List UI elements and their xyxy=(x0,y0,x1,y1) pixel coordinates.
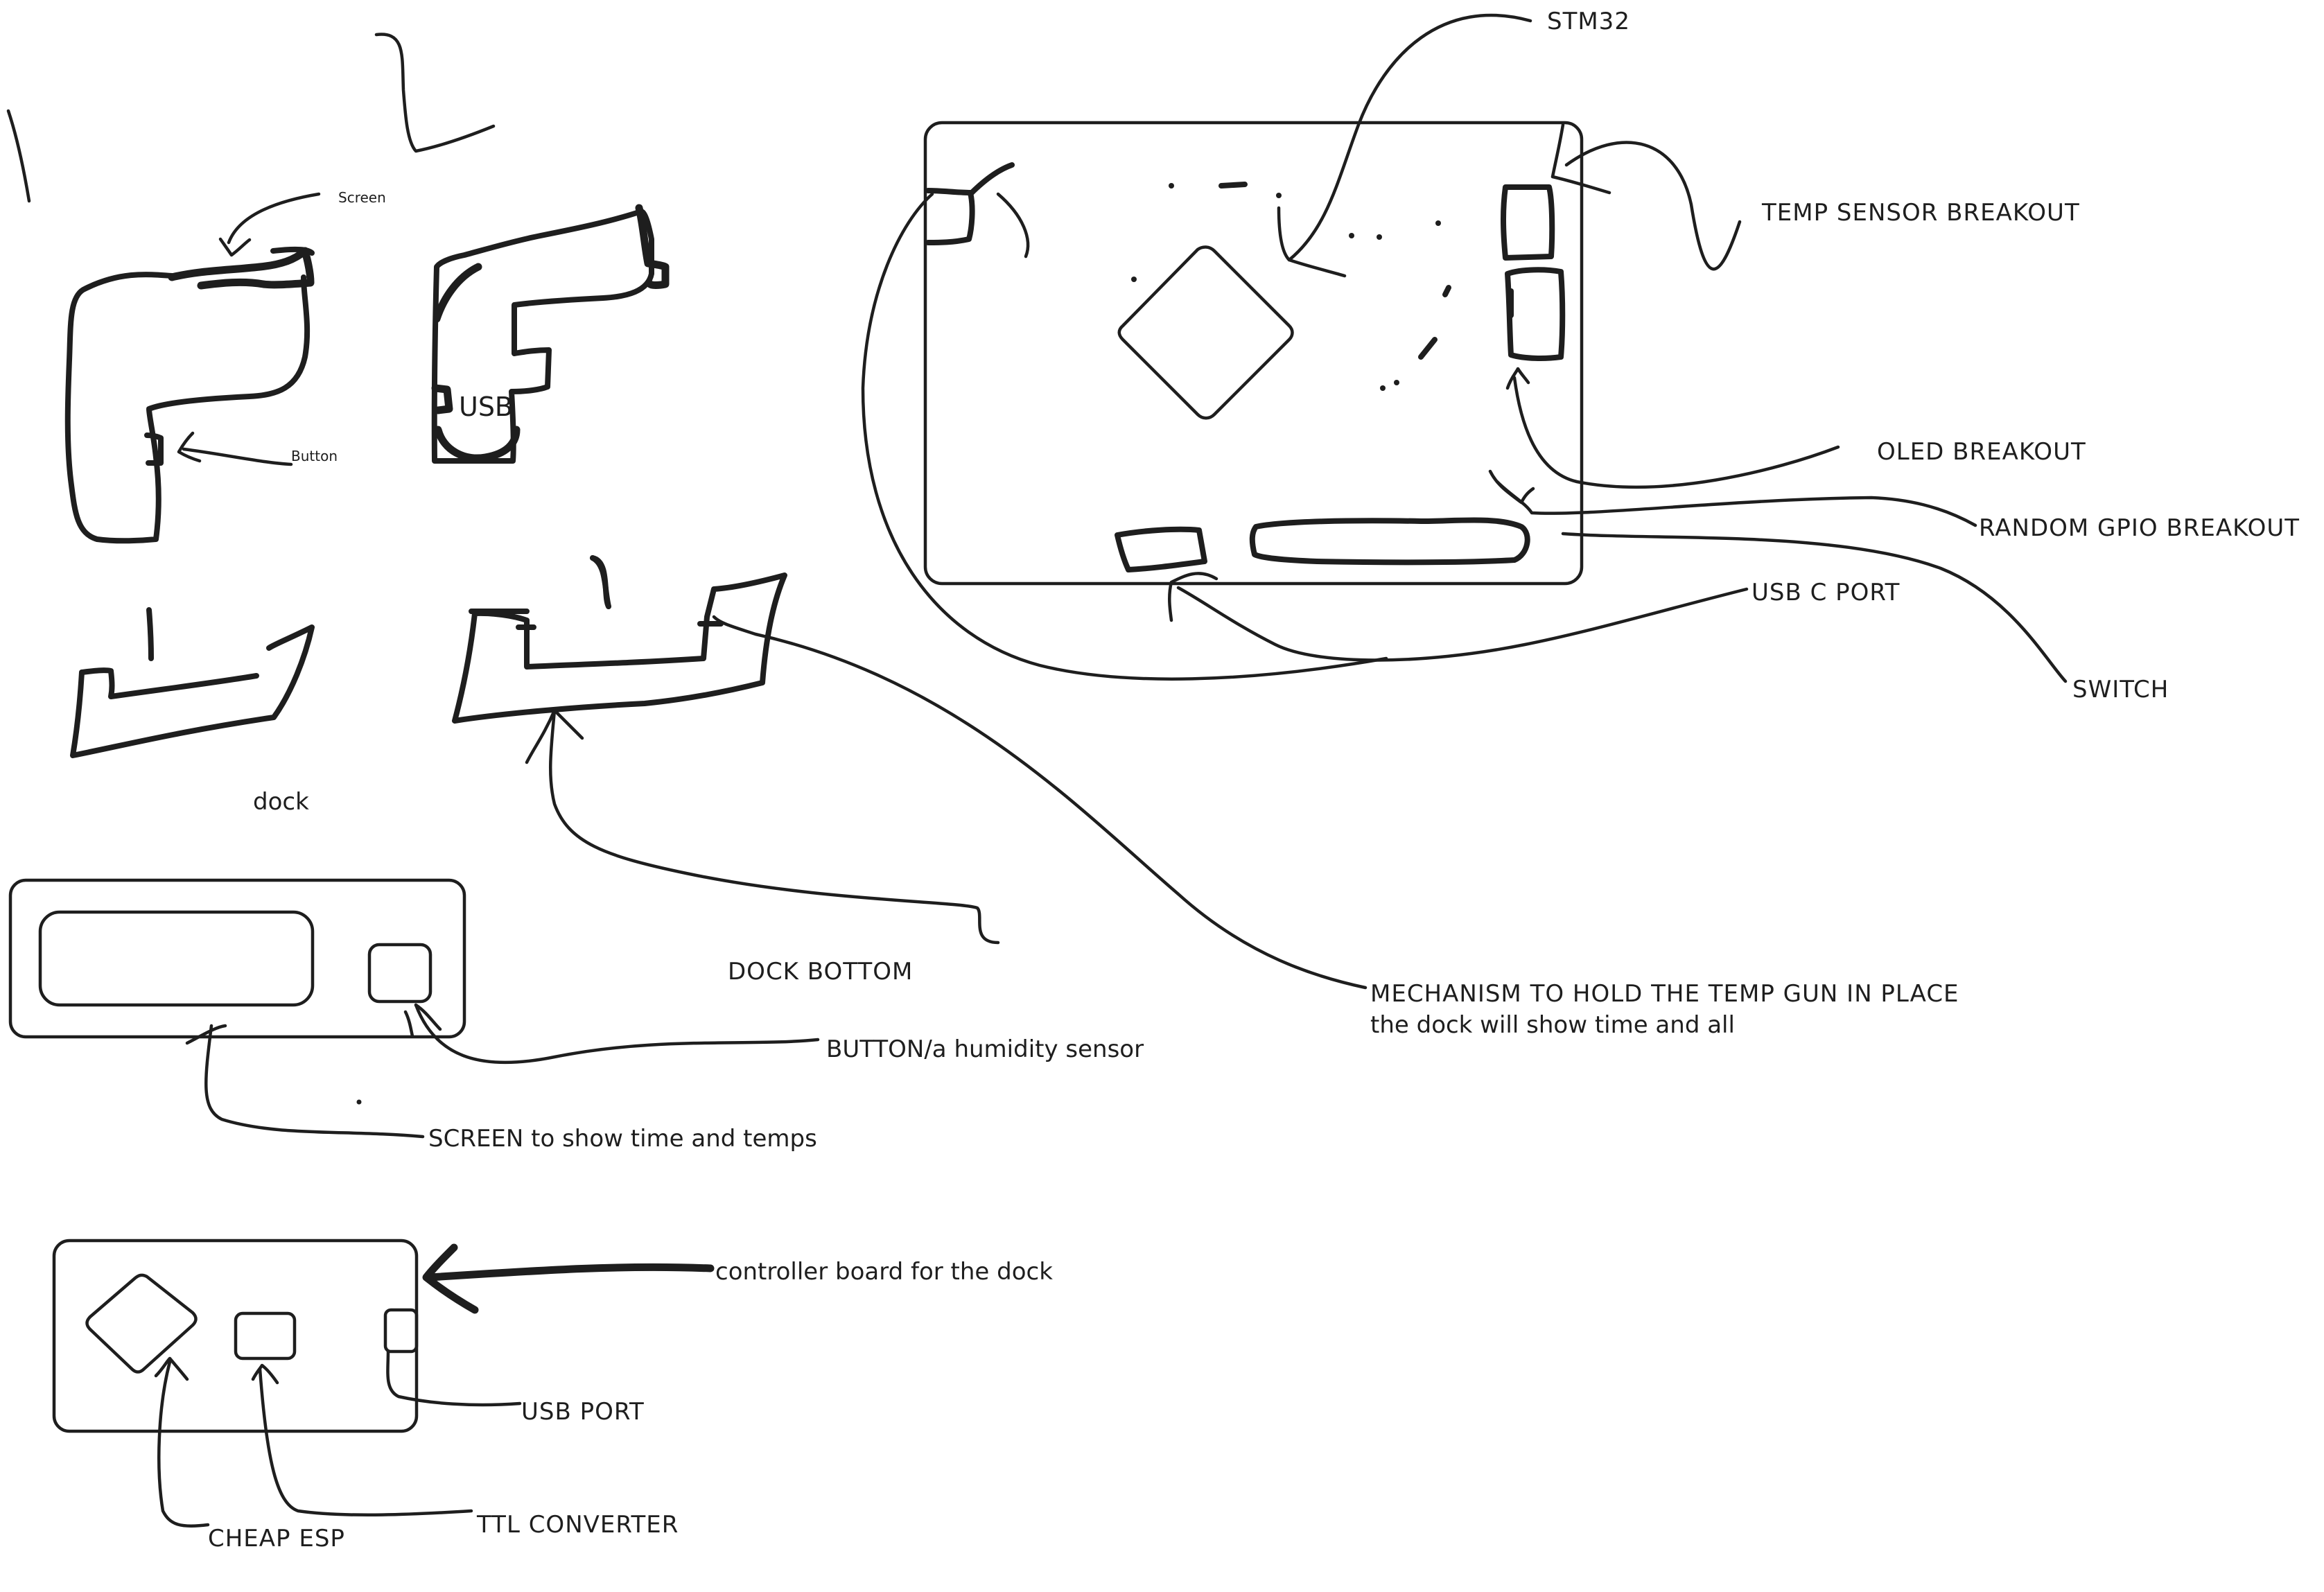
main-board-sketch xyxy=(923,121,1584,586)
label-dock-bottom: DOCK BOTTOM xyxy=(728,958,914,986)
connector-lines xyxy=(154,13,2068,1528)
label-button-humidity: BUTTON/a humidity sensor xyxy=(826,1035,1144,1063)
stray-hook-top xyxy=(374,33,496,153)
label-dock: dock xyxy=(253,788,309,816)
label-temp-sensor: TEMP SENSOR BREAKOUT xyxy=(1762,199,2080,227)
label-dock-time: the dock will show time and all xyxy=(1370,1011,1735,1039)
label-usb: USB xyxy=(459,392,514,422)
label-switch: SWITCH xyxy=(2072,676,2169,703)
stray-stroke-left xyxy=(6,109,31,203)
temp-gun-side-view xyxy=(64,192,321,544)
label-cheap-esp: CHEAP ESP xyxy=(208,1525,345,1552)
label-oled: OLED BREAKOUT xyxy=(1877,438,2086,466)
dock-side-sketch xyxy=(70,607,315,758)
label-screen: Screen xyxy=(338,189,386,206)
label-button: Button xyxy=(291,448,338,464)
controller-board-sketch xyxy=(52,1239,419,1433)
label-usb-c: USB C PORT xyxy=(1751,579,1901,606)
label-usb-port: USB PORT xyxy=(521,1398,645,1426)
label-controller-board: controller board for the dock xyxy=(715,1258,1053,1286)
dock-front-sketch xyxy=(8,878,466,1105)
label-mechanism: MECHANISM TO HOLD THE TEMP GUN IN PLACE xyxy=(1370,980,1959,1008)
label-screen-time-temps: SCREEN to show time and temps xyxy=(428,1125,817,1153)
dock-bottom-sketch xyxy=(452,555,787,724)
label-stm32: STM32 xyxy=(1547,8,1630,35)
label-gpio: RANDOM GPIO BREAKOUT xyxy=(1979,514,2300,542)
label-ttl-converter: TTL CONVERTER xyxy=(477,1511,679,1539)
board-dots xyxy=(1131,183,1441,391)
stray-mark-dock-top xyxy=(590,555,611,609)
temp-gun-front-view xyxy=(431,204,670,464)
